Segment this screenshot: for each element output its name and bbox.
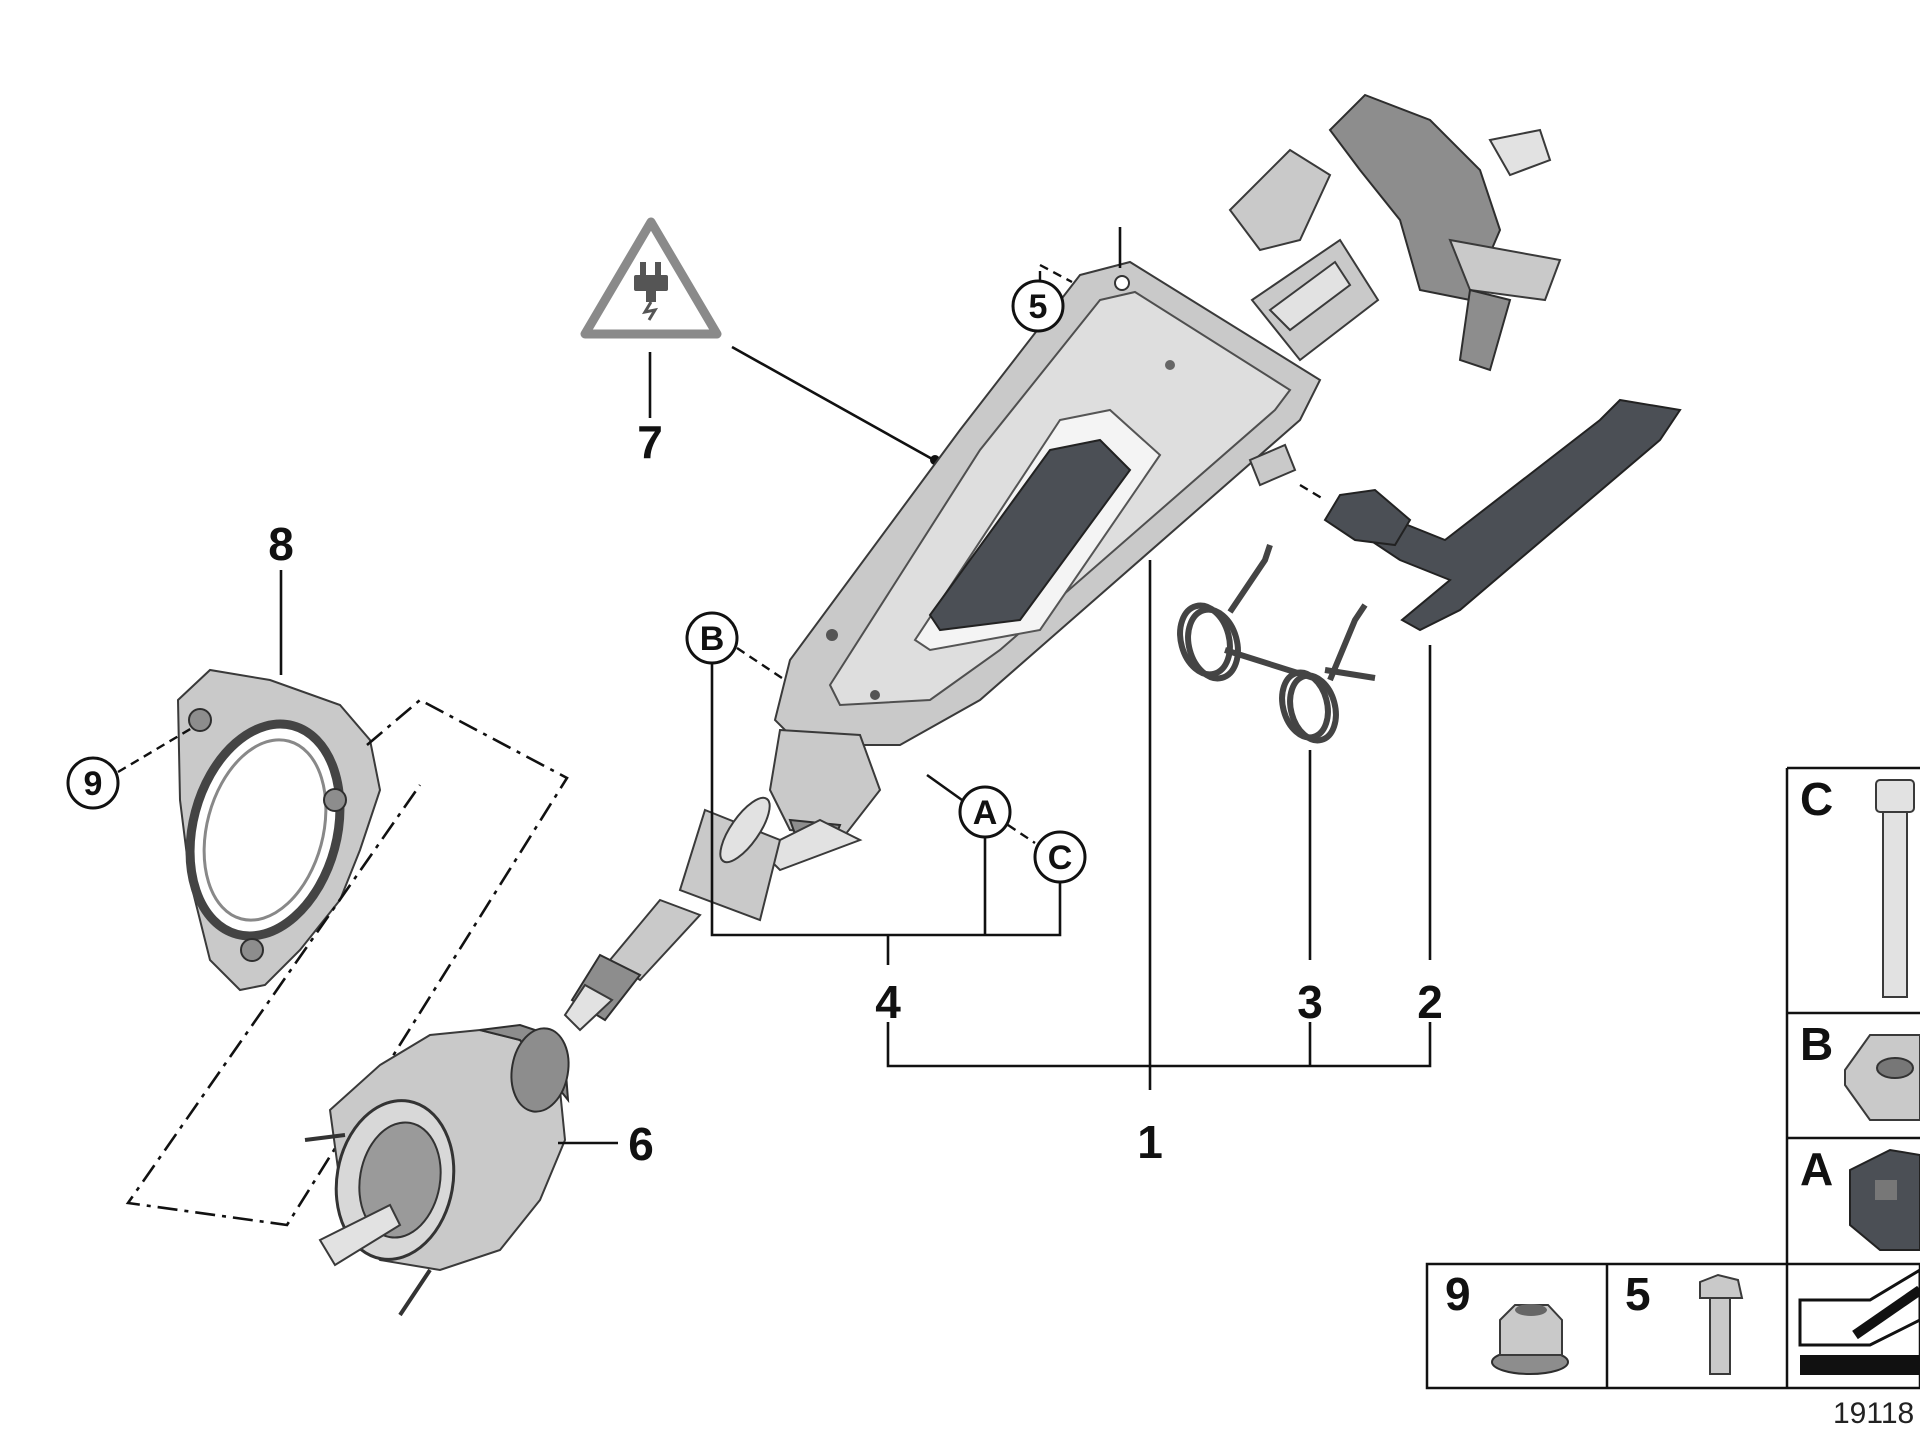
panel-label-9: 9: [1445, 1268, 1471, 1320]
callout-circle-9: 9: [66, 756, 120, 810]
callout-number-8: 8: [268, 518, 294, 570]
callout-circle-B: B: [685, 611, 739, 665]
callout-circle-A: A: [958, 785, 1012, 839]
spring-pair: [1177, 544, 1376, 744]
svg-text:9: 9: [84, 765, 103, 803]
panel-label-5: 5: [1625, 1268, 1651, 1320]
bolt-icon: [1875, 779, 1915, 998]
electrical-plug-warning-icon: [580, 217, 722, 339]
linkage-outline: [125, 698, 569, 1227]
diagram-reference-number: 19118: [1833, 1397, 1914, 1430]
panel-label-A: A: [1800, 1143, 1833, 1195]
steering-column-assembly: [563, 93, 1562, 1032]
flange-nut-icon: [1491, 1304, 1569, 1375]
callout-number-2: 2: [1417, 976, 1443, 1028]
callout-number-3: 3: [1297, 976, 1323, 1028]
bracket-4: [710, 663, 1062, 937]
hex-nut-icon: [1844, 1034, 1920, 1121]
callout-number-7: 7: [637, 416, 663, 468]
callout-number-4: 4: [875, 976, 901, 1028]
leader-line-7-column: [731, 345, 935, 462]
hardware-side-panel: C B A: [1785, 766, 1920, 1264]
screw-icon: [1699, 1273, 1744, 1375]
panel-label-C: C: [1800, 773, 1833, 825]
svg-text:A: A: [973, 794, 998, 832]
orientation-arrow-icon: [1798, 1268, 1920, 1375]
release-lever: [1323, 398, 1682, 632]
clip-nut-icon: [1849, 1148, 1920, 1251]
callout-number-6: 6: [628, 1118, 654, 1170]
svg-text:5: 5: [1029, 288, 1048, 326]
hardware-bottom-panel: 9 5: [1425, 1262, 1920, 1390]
bearing-plate: [176, 668, 382, 992]
callout-number-1: 1: [1137, 1116, 1163, 1168]
panel-label-B: B: [1800, 1018, 1833, 1070]
group-bracket-1: [886, 1022, 1432, 1068]
steering-lock-housing: [304, 1023, 570, 1317]
callout-circle-C: C: [1033, 830, 1087, 884]
callout-circle-5: 5: [1011, 279, 1065, 333]
svg-text:B: B: [700, 620, 725, 658]
svg-text:C: C: [1048, 839, 1073, 877]
